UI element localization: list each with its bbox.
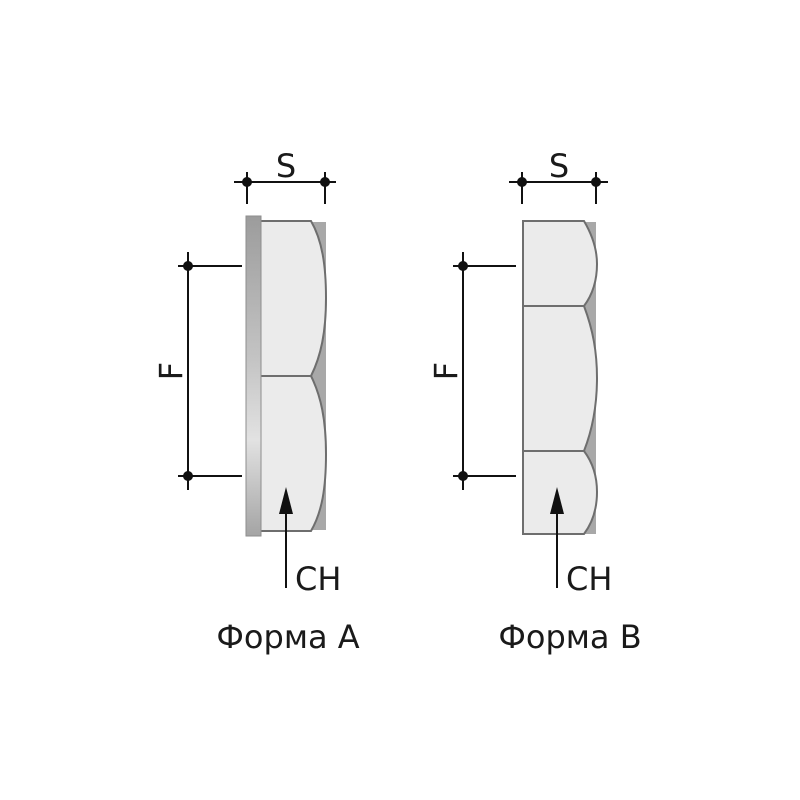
- form-a-label-f: F: [152, 362, 190, 380]
- form-a-flange: [245, 215, 262, 537]
- form-b-dim-s: S: [509, 147, 608, 204]
- form-a-label-ch: CH: [295, 560, 341, 598]
- form-b-label-s: S: [549, 147, 569, 185]
- form-a-dim-s: S: [234, 147, 336, 204]
- form-a-dim-f: F: [152, 252, 242, 490]
- form-b-nut-body: [522, 220, 599, 535]
- form-a-label-s: S: [276, 147, 296, 185]
- form-b: S F CH Форма В: [427, 147, 642, 656]
- form-b-dim-f: F: [427, 252, 516, 490]
- form-b-label-f: F: [427, 362, 465, 380]
- form-a-dim-ch: CH: [279, 487, 341, 598]
- form-b-caption: Форма В: [498, 618, 641, 656]
- form-b-label-ch: CH: [566, 560, 612, 598]
- form-b-dim-ch: CH: [550, 487, 612, 598]
- form-a-caption: Форма А: [216, 618, 359, 656]
- form-a: S F CH Форма А: [152, 147, 360, 656]
